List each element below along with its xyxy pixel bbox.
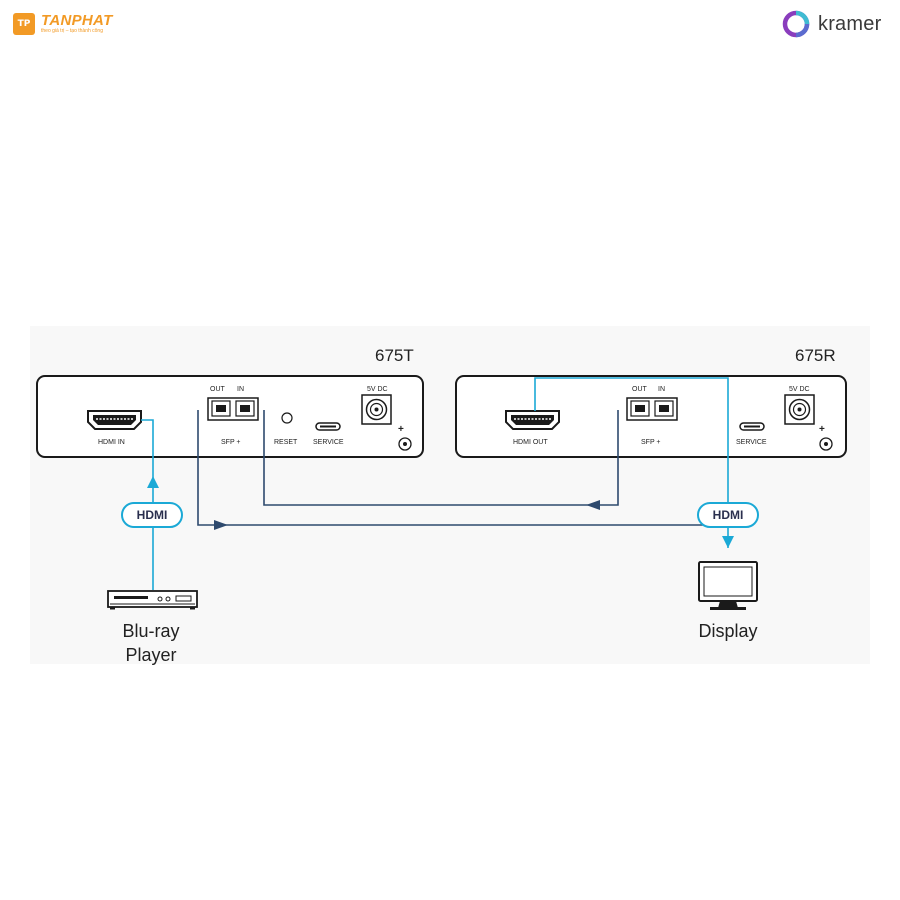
svg-text:HDMI: HDMI [137, 508, 168, 522]
svg-text:HDMI: HDMI [713, 508, 744, 522]
sfp-out-label-675r: OUT [632, 386, 648, 393]
fiber-links [197, 410, 728, 530]
power-plus-675t: + [398, 424, 404, 435]
power-plus-675r: + [819, 424, 825, 435]
model-label-675r: 675R [795, 346, 836, 365]
hdmi-arrow-up [147, 476, 159, 488]
hdmi-cable-label-left: HDMI [121, 502, 183, 528]
sfp-out-label-675t: OUT [210, 386, 226, 393]
sfp-in-label-675t: IN [237, 386, 244, 393]
power-port-675t: 5V DC + [361, 386, 412, 451]
hdmi-arrow-down [722, 536, 734, 548]
kramer-logo: kramer [780, 8, 881, 40]
hdmi-links: HDMI HDMI [121, 377, 759, 590]
tanphat-tagline: theo giá trị – tạo thành công [41, 28, 103, 34]
hdmi-in-label: HDMI IN [98, 439, 125, 446]
model-label-675t: 675T [375, 346, 414, 365]
tanphat-badge-icon: TP [13, 13, 35, 35]
hdmi-out-port: HDMI OUT [505, 410, 560, 446]
sfp-label-675r: SFP + [641, 439, 661, 446]
hdmi-out-label: HDMI OUT [513, 439, 548, 446]
service-port-675t: SERVICE [313, 422, 344, 446]
source-label-line1: Blu-ray [122, 621, 179, 641]
source-label-line2: Player [125, 645, 176, 665]
sfp-port-675t: OUT IN SFP + [207, 386, 259, 446]
bluray-player-icon [107, 590, 198, 610]
transmitter-675t: 675T HDMI IN OUT IN SFP + RESET [36, 346, 424, 458]
tanphat-logo: TP TANPHAT theo giá trị – tạo thành công [13, 13, 113, 35]
kramer-name: kramer [818, 12, 882, 35]
service-label-675r: SERVICE [736, 439, 767, 446]
service-port-675r: SERVICE [736, 422, 767, 446]
receiver-675r: 675R HDMI OUT OUT IN SFP + SERVICE [455, 346, 847, 458]
sfp-label-675t: SFP + [221, 439, 241, 446]
fiber-arrow-right [214, 520, 228, 530]
reset-button: RESET [274, 412, 298, 446]
tanphat-name: TANPHAT [41, 12, 113, 29]
sfp-in-label-675r: IN [658, 386, 665, 393]
reset-label: RESET [274, 439, 298, 446]
sfp-port-675r: OUT IN SFP + [626, 386, 678, 446]
sink-label: Display [698, 621, 757, 641]
hdmi-in-port: HDMI IN [87, 410, 142, 446]
kramer-swirl-icon [782, 10, 810, 38]
monitor-icon [698, 561, 758, 610]
power-label-675r: 5V DC [789, 386, 810, 393]
fiber-arrow-left [586, 500, 600, 510]
power-label-675t: 5V DC [367, 386, 388, 393]
power-port-675r: 5V DC + [784, 386, 833, 451]
service-label-675t: SERVICE [313, 439, 344, 446]
hdmi-cable-label-right: HDMI [697, 502, 759, 528]
